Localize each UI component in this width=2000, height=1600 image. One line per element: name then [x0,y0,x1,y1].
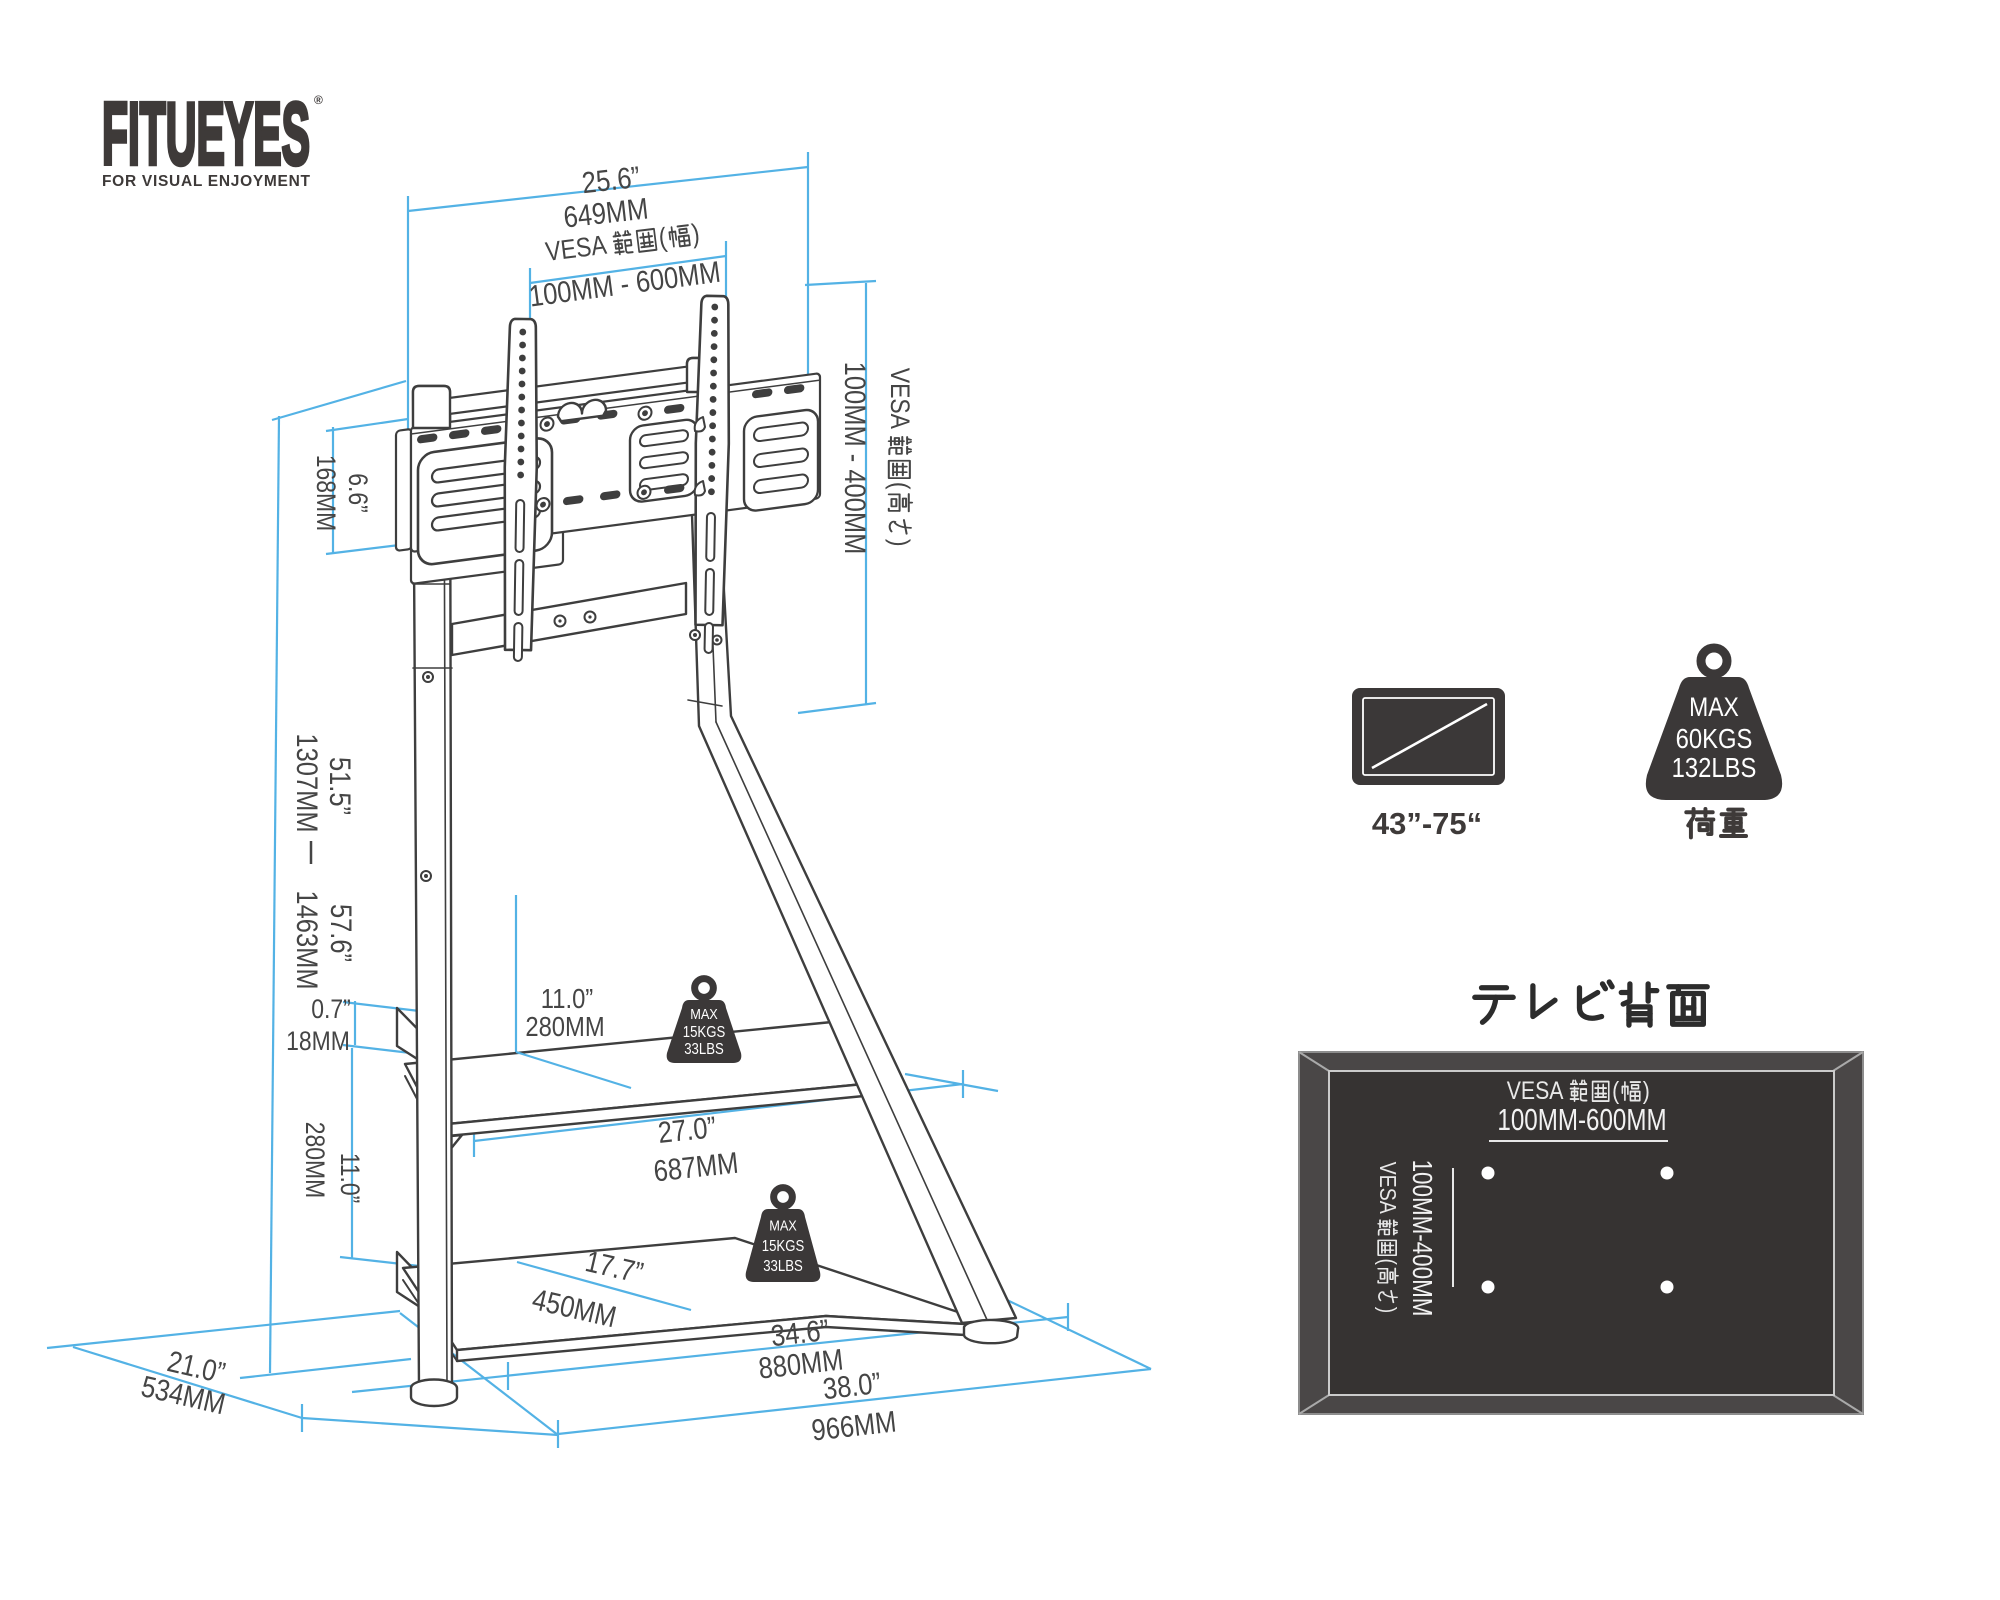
svg-text:VESA: VESA [1375,1162,1401,1215]
svg-text:0.7”: 0.7” [311,994,351,1024]
svg-text:11.0”: 11.0” [541,982,593,1014]
svg-text:VESA: VESA [544,230,609,267]
svg-text:(: ( [1375,1258,1401,1265]
svg-text:VESA: VESA [885,368,915,429]
svg-text:38.0”: 38.0” [821,1366,882,1406]
svg-text:VESA: VESA [1507,1076,1564,1104]
svg-text:18MM: 18MM [286,1026,350,1056]
svg-text:51.5”: 51.5” [324,757,357,815]
svg-text:6.6”: 6.6” [343,473,373,513]
svg-text:100MM-600MM: 100MM-600MM [1497,1102,1666,1137]
svg-text:280MM: 280MM [525,1010,604,1042]
svg-text:280MM: 280MM [300,1122,330,1199]
svg-text:): ) [690,219,701,250]
svg-text:(: ( [657,223,669,254]
svg-text:(: ( [1612,1076,1619,1104]
svg-text:168MM: 168MM [311,455,341,532]
svg-text:MAX: MAX [690,1005,718,1022]
svg-text:25.6”: 25.6” [580,160,641,200]
svg-text:FOR VISUAL ENJOYMENT: FOR VISUAL ENJOYMENT [102,173,311,190]
svg-text:33LBS: 33LBS [684,1041,724,1058]
svg-text:MAX: MAX [1689,692,1739,722]
svg-text:1307MM: 1307MM [291,733,324,832]
svg-text:100MM-400MM: 100MM-400MM [1406,1160,1437,1317]
svg-text:MAX: MAX [769,1216,797,1233]
svg-text:57.6”: 57.6” [325,904,358,962]
svg-text:100MM - 400MM: 100MM - 400MM [839,362,872,555]
svg-text:27.0”: 27.0” [656,1110,717,1149]
svg-text:43”-75“: 43”-75“ [1372,806,1482,841]
svg-text:132LBS: 132LBS [1672,751,1757,783]
svg-text:®: ® [314,93,323,107]
svg-text:1463MM: 1463MM [291,890,324,989]
svg-text:34.6”: 34.6” [769,1313,830,1353]
svg-text:15KGS: 15KGS [683,1024,725,1041]
svg-text:): ) [1643,1076,1650,1104]
svg-text:): ) [885,539,915,547]
svg-text:33LBS: 33LBS [763,1258,803,1275]
svg-text:): ) [1375,1307,1401,1314]
svg-text:(: ( [885,482,915,490]
svg-text:15KGS: 15KGS [762,1238,804,1255]
svg-text:FITUEYES: FITUEYES [102,84,310,183]
svg-text:60KGS: 60KGS [1676,722,1753,754]
svg-text:11.0”: 11.0” [335,1153,365,1204]
